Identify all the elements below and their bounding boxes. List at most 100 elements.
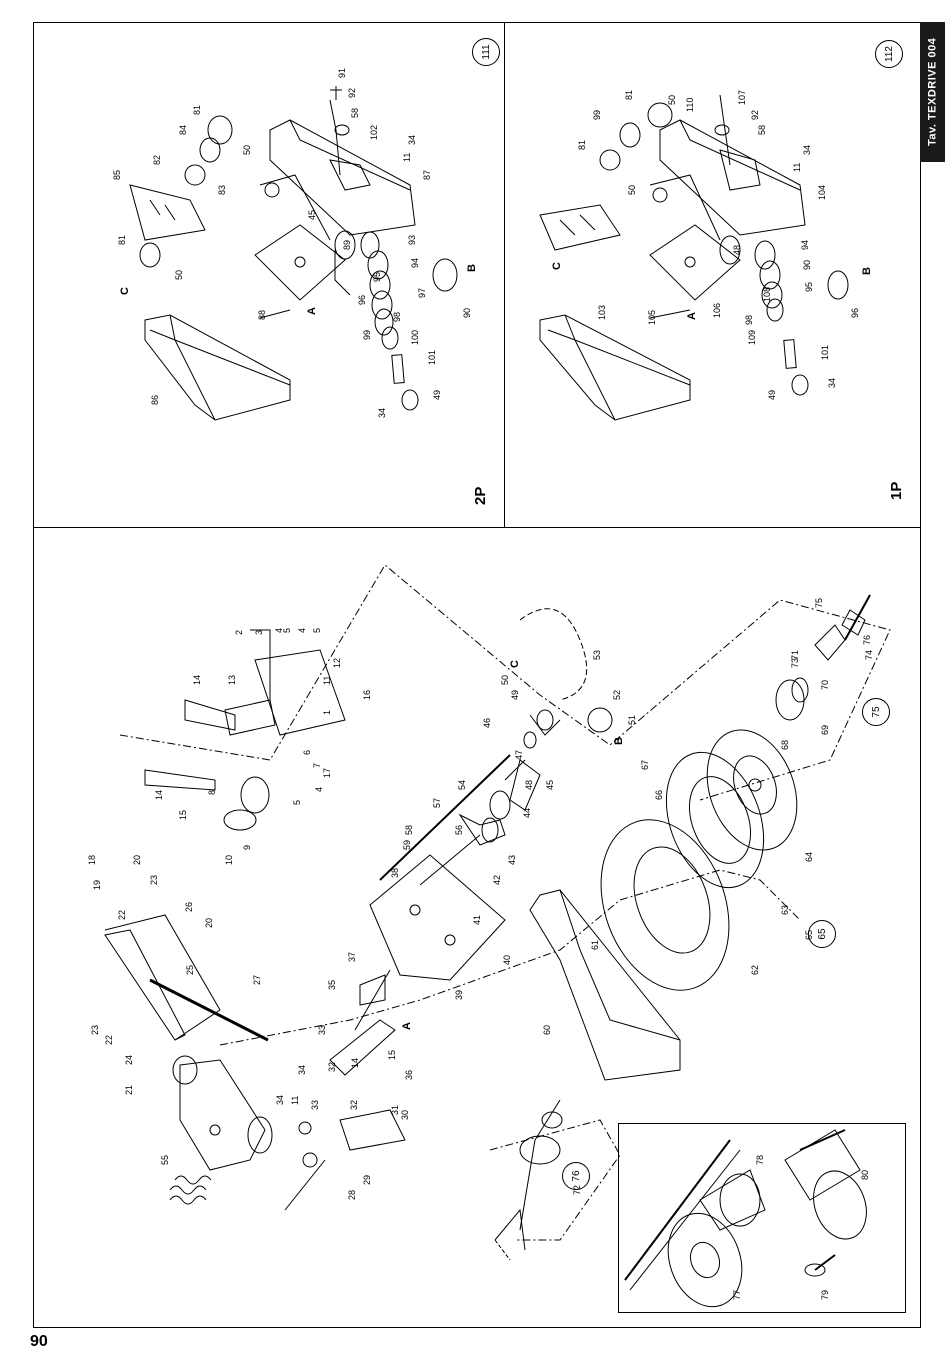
label: 47 xyxy=(514,750,524,760)
label: 58 xyxy=(757,125,767,135)
label: 6 xyxy=(302,750,312,755)
label: 27 xyxy=(252,975,262,985)
label: 58 xyxy=(404,825,414,835)
top-right-assembly xyxy=(539,94,849,421)
inset-variants-box xyxy=(618,1123,906,1313)
label: 91 xyxy=(337,68,347,78)
label: 11 xyxy=(792,163,802,172)
label: 16 xyxy=(362,690,372,700)
label: 44 xyxy=(522,808,532,818)
view-letter-c: C xyxy=(119,287,131,295)
label: 43 xyxy=(507,855,517,865)
label: 108 xyxy=(762,287,772,302)
label: 11 xyxy=(290,1096,300,1105)
top-left-assembly xyxy=(129,86,458,421)
label: 50 xyxy=(667,95,677,105)
labels-main: 2 3 4 5 4 5 1 11 12 16 13 14 17 6 7 5 4 … xyxy=(87,598,874,1300)
label: 85 xyxy=(112,170,122,180)
label: 34 xyxy=(407,135,417,145)
label: 96 xyxy=(357,295,367,305)
label: 95 xyxy=(372,272,382,282)
label: 99 xyxy=(362,330,372,340)
label: 50 xyxy=(242,145,252,155)
label: 87 xyxy=(422,170,432,180)
label: 49 xyxy=(432,390,442,400)
label: 14 xyxy=(350,1058,360,1068)
label: 49 xyxy=(767,390,777,400)
label: 24 xyxy=(124,1055,134,1065)
label: 94 xyxy=(800,240,810,250)
label: 83 xyxy=(217,185,227,195)
label: 40 xyxy=(502,955,512,965)
label: 90 xyxy=(802,260,812,270)
label: 61 xyxy=(590,940,600,950)
inset-variants xyxy=(624,1129,867,1308)
label: 30 xyxy=(400,1110,410,1120)
view-letter-c: C xyxy=(551,262,563,270)
label: 56 xyxy=(454,825,464,835)
label: 39 xyxy=(454,990,464,1000)
label: 81 xyxy=(192,105,202,115)
label: 92 xyxy=(347,88,357,98)
label: 34 xyxy=(297,1065,307,1075)
label: 110 xyxy=(685,98,695,112)
label: 67 xyxy=(640,760,650,770)
label: 10 xyxy=(224,855,234,865)
label: 98 xyxy=(392,312,402,322)
label: 4 xyxy=(314,787,324,792)
panel-divider-vertical xyxy=(504,22,505,527)
view-letter-b: B xyxy=(861,267,873,275)
label: 28 xyxy=(347,1190,357,1200)
label: 23 xyxy=(90,1025,100,1035)
label: 2 xyxy=(234,630,244,635)
label: 11 xyxy=(322,676,332,685)
label: 74 xyxy=(864,650,874,660)
label: 81 xyxy=(117,235,127,245)
label: 98 xyxy=(744,315,754,325)
label: 80 xyxy=(860,1170,870,1180)
label: 75 xyxy=(814,598,824,608)
labels-top-right: 81 50 99 110 107 92 58 34 11 104 81 50 C… xyxy=(551,90,873,400)
label: 31 xyxy=(390,1105,400,1115)
label: 22 xyxy=(117,910,127,920)
label: 3 xyxy=(254,630,264,635)
label: 77 xyxy=(732,1290,742,1300)
label: 104 xyxy=(817,185,827,200)
label: 1 xyxy=(322,710,332,715)
label: 99 xyxy=(592,110,602,120)
page-frame xyxy=(33,22,921,1328)
label: 5 xyxy=(282,628,292,633)
label: 34 xyxy=(377,408,387,418)
label: 32 xyxy=(349,1100,359,1110)
labels-top-left: 91 92 58 102 34 11 87 81 84 50 82 83 85 … xyxy=(112,68,478,418)
label: 86 xyxy=(150,395,160,405)
label: 48 xyxy=(524,780,534,790)
label: 54 xyxy=(457,780,467,790)
view-letter-c: C xyxy=(509,660,521,668)
label: 82 xyxy=(152,155,162,165)
label: 69 xyxy=(820,725,830,735)
label: 23 xyxy=(149,875,159,885)
label: 45 xyxy=(545,780,555,790)
label: 32 xyxy=(327,1062,337,1072)
label: 66 xyxy=(654,790,664,800)
label: 65 xyxy=(804,930,814,940)
label: 60 xyxy=(542,1025,552,1035)
label: 45 xyxy=(307,210,317,220)
label: 4 xyxy=(297,628,307,633)
label: 59 xyxy=(402,840,412,850)
label: 109 xyxy=(747,330,757,345)
label: 5 xyxy=(292,800,302,805)
label: 11 xyxy=(402,153,412,162)
label: 14 xyxy=(154,790,164,800)
label: 50 xyxy=(174,270,184,280)
view-letter-a: A xyxy=(401,1022,413,1030)
label: 81 xyxy=(577,140,587,150)
label: 53 xyxy=(592,650,602,660)
label: 71 xyxy=(790,650,800,660)
label: 106 xyxy=(712,303,722,318)
label: 93 xyxy=(407,235,417,245)
label: 13 xyxy=(227,675,237,685)
label: 107 xyxy=(737,90,747,105)
